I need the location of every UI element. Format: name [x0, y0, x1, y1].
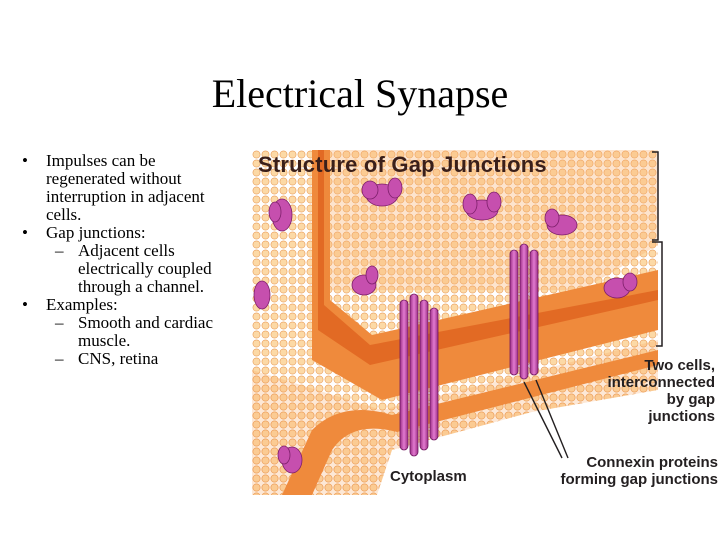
lower-membrane-band	[282, 350, 658, 495]
bullet-line: Examples:	[46, 295, 118, 314]
figure-title: Structure of Gap Junctions	[258, 152, 547, 177]
bullet-icon: •	[22, 151, 28, 170]
label-line: interconnected	[607, 374, 715, 391]
sub-bullet-item: – Smooth and cardiac muscle.	[22, 314, 247, 350]
slide-title: Electrical Synapse	[211, 71, 509, 116]
bullet-line: through a channel.	[78, 277, 205, 296]
bullet-line: cells.	[46, 205, 82, 224]
connexin-bundle-left	[399, 293, 439, 457]
dash-icon: –	[55, 241, 64, 260]
membrane-band	[312, 150, 658, 400]
connexin-pointer-lines	[523, 379, 569, 459]
bullet-line: Gap junctions:	[46, 223, 146, 242]
bullet-line: Smooth and cardiac	[78, 313, 214, 332]
gap-junction-illustration	[252, 150, 663, 495]
label-line: junctions	[648, 408, 715, 425]
bullet-line: electrically coupled	[78, 259, 212, 278]
connexin-label: Connexin proteins forming gap junctions	[536, 454, 719, 488]
bullet-line: interruption in adjacent	[46, 187, 205, 206]
label-line: forming gap junctions	[560, 471, 719, 488]
cytoplasm-area	[377, 390, 658, 495]
connexin-bundle-right	[509, 243, 539, 380]
sub-bullet-item: – CNS, retina	[22, 350, 247, 368]
bullet-line: muscle.	[78, 331, 131, 350]
label-line: by gap	[666, 391, 715, 408]
bullet-line: Adjacent cells	[78, 241, 175, 260]
membrane-band-dark	[318, 150, 658, 365]
connexon-cluster	[253, 177, 638, 474]
sub-bullet-item: – Adjacent cells electrically coupled th…	[22, 242, 247, 296]
bullet-item: • Impulses can be regenerated without in…	[22, 152, 247, 224]
bullet-icon: •	[22, 295, 28, 314]
bullet-line: Impulses can be	[46, 151, 156, 170]
bullet-list: • Impulses can be regenerated without in…	[22, 152, 247, 368]
two-cells-label: Two cells, interconnected by gap junctio…	[587, 357, 715, 425]
bullet-line: regenerated without	[46, 169, 182, 188]
label-line: Two cells,	[644, 357, 715, 374]
bullet-line: CNS, retina	[78, 349, 159, 368]
upper-membrane-surface	[252, 150, 658, 290]
dash-icon: –	[55, 349, 64, 368]
bullet-item: • Examples:	[22, 296, 247, 314]
bullet-icon: •	[22, 223, 28, 242]
cell-bracket	[652, 151, 663, 347]
label-line: Connexin proteins	[586, 454, 718, 471]
cytoplasm-label: Cytoplasm	[390, 468, 467, 485]
dash-icon: –	[55, 313, 64, 332]
bullet-item: • Gap junctions:	[22, 224, 247, 242]
